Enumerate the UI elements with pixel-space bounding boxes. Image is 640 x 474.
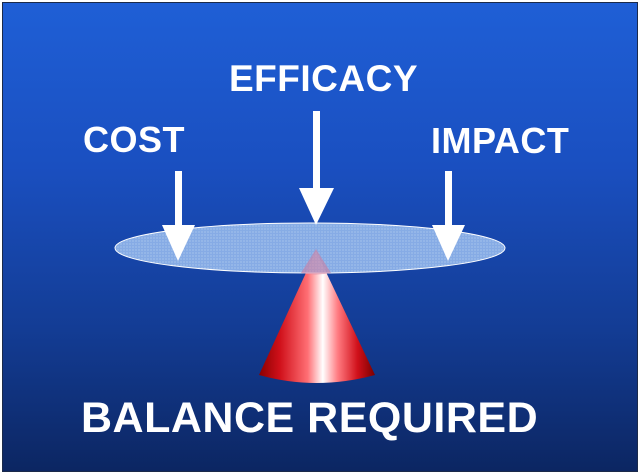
balance-diagram xyxy=(114,111,506,383)
label-efficacy: EFFICACY xyxy=(229,58,418,99)
cone-tip xyxy=(301,249,331,275)
label-balance-required: BALANCE REQUIRED xyxy=(81,394,539,442)
cone-fulcrum xyxy=(259,251,375,383)
label-impact: IMPACT xyxy=(431,120,570,161)
arrow-efficacy xyxy=(299,111,334,225)
arrow-impact xyxy=(432,171,465,261)
arrow-cost xyxy=(162,171,195,261)
label-cost: COST xyxy=(83,119,186,160)
